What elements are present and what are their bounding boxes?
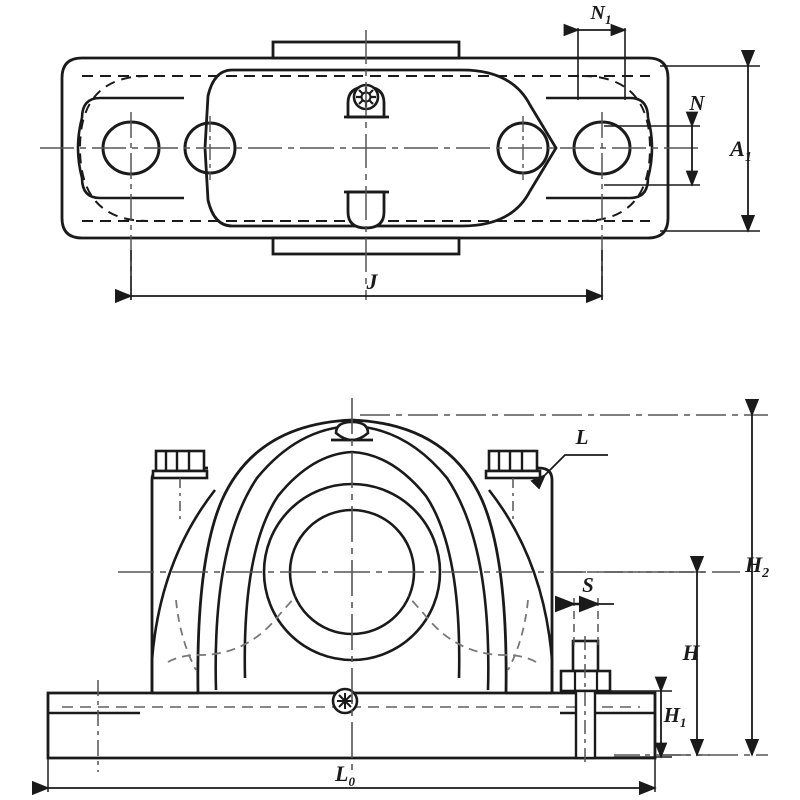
top-view-slot-outline-left-lower xyxy=(80,177,184,200)
top-view-hidden-pocket-right xyxy=(581,75,652,222)
dimension-N: N xyxy=(604,91,705,187)
dimension-label-N1: N1 xyxy=(590,2,612,27)
dimension-label-N: N xyxy=(688,91,705,115)
top-view-slot-outline-right xyxy=(546,96,650,119)
front-view-group: L S H2 xyxy=(31,398,769,796)
front-view-hidden-shell-right xyxy=(507,599,529,671)
top-view-slot-outline-left xyxy=(80,96,184,119)
front-view-hidden-web-right xyxy=(407,595,537,663)
cap-bolt-right xyxy=(484,449,542,480)
top-view-group: N1 N A1 J xyxy=(40,2,760,304)
front-view-drain-plug-star-icon xyxy=(337,693,353,709)
leader-L: L xyxy=(530,425,608,490)
dimension-label-H1: H1 xyxy=(663,703,687,730)
top-view-slot-outline-right-lower xyxy=(546,177,650,200)
dimension-label-S: S xyxy=(582,573,594,597)
dimension-L0: L0 xyxy=(31,752,657,796)
dimension-label-H2: H2 xyxy=(744,552,769,581)
dimension-S: S xyxy=(554,573,614,646)
dimension-label-A1: A1 xyxy=(728,136,752,165)
dimension-label-J: J xyxy=(366,269,379,294)
dimension-H1: H1 xyxy=(598,676,687,759)
dimension-label-H: H xyxy=(681,640,700,665)
front-view-hidden-web-left xyxy=(167,595,297,663)
front-view-hidden-shell-left xyxy=(175,599,197,671)
dimension-J: J xyxy=(114,250,604,304)
top-view-hidden-pocket-left xyxy=(78,75,149,222)
dimension-A1: A1 xyxy=(660,49,760,233)
cap-bolt-left xyxy=(151,449,209,480)
dimension-N1: N1 xyxy=(563,2,627,100)
foot-bolt-right xyxy=(559,636,612,762)
front-view-pedestal-right-fillet xyxy=(487,489,554,693)
dimension-label-L: L xyxy=(575,425,589,449)
top-view-housing-outline xyxy=(203,68,558,228)
dimension-label-L0: L0 xyxy=(334,761,355,789)
front-view-pedestal-left-fillet xyxy=(150,489,217,693)
dimension-H: H xyxy=(556,555,710,757)
top-view-slot-arc-left xyxy=(76,117,84,179)
